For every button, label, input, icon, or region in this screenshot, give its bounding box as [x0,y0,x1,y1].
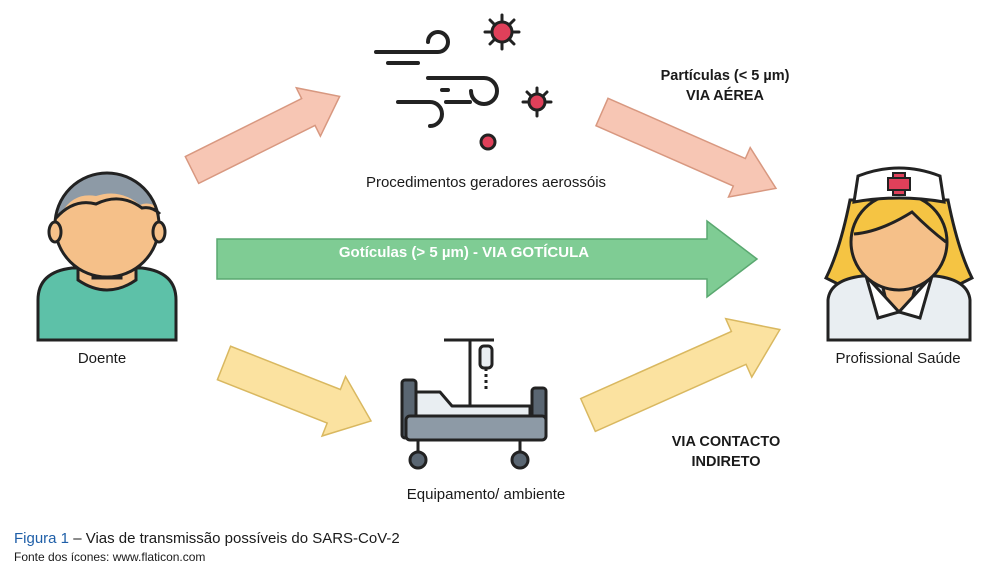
label-airborne-particles: Partículas (< 5 µm) [660,68,790,84]
label-contact-line2: INDIRETO [691,454,761,470]
arrow-patient-to-equipment [216,345,373,438]
arrow-patient-to-aerosol [184,86,341,185]
label-professional: Profissional Saúde [835,350,961,367]
aerosol-icon [374,13,553,151]
virus-icon [521,86,553,118]
label-airborne-route: Partículas (< 5 µm) VIA AÉREA [661,66,790,106]
label-patient: Doente [77,350,127,367]
label-contact-line1: VIA CONTACTO [671,434,781,450]
arrow-droplet [216,219,759,299]
nurse-icon [823,166,975,342]
label-equipment: Equipamento/ ambiente [406,486,566,503]
arrow-aerosol-to-professional [594,97,778,199]
arrow-equipment-to-professional [579,317,782,433]
patient-icon [36,171,178,342]
label-droplet-route: Gotículas (> 5 µm) - VIA GOTÍCULA [338,244,590,261]
label-aerosol-procedures: Procedimentos geradores aerossóis [365,174,607,191]
figure-caption-text: – Vias de transmissão possíveis do SARS-… [69,530,400,547]
label-contact-route: VIA CONTACTO INDIRETO [672,432,780,472]
hospital-bed-icon [400,338,548,470]
icon-source-note: Fonte dos ícones: www.flaticon.com [14,550,206,564]
virus-icon [483,13,521,51]
figure-caption: Figura 1 – Vias de transmissão possíveis… [14,530,400,547]
label-airborne-via: VIA AÉREA [686,88,764,104]
figure-number: Figura 1 [14,530,70,547]
